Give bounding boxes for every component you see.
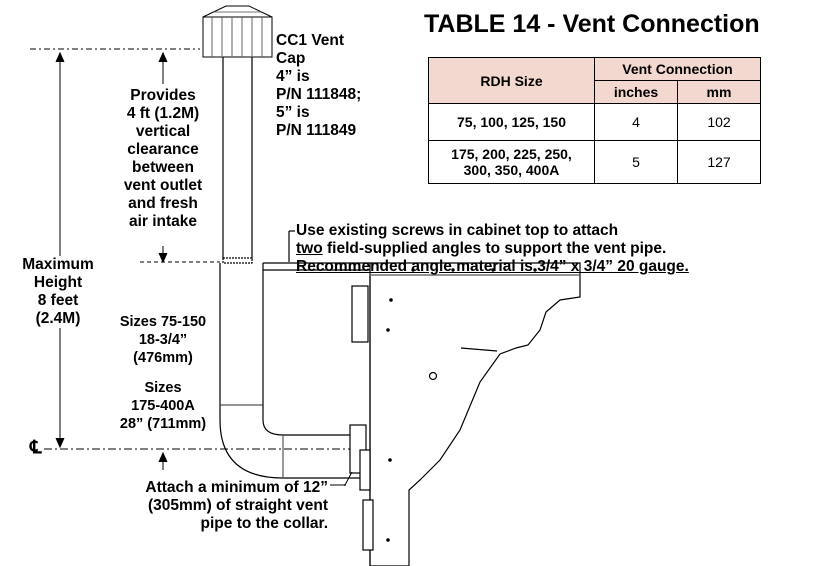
support-angle bbox=[263, 230, 370, 271]
max-height-line: 8 feet bbox=[37, 292, 79, 309]
row-inches: 4 bbox=[594, 103, 678, 141]
row-inches: 5 bbox=[594, 140, 678, 184]
table-row: 175, 200, 225, 250, 300, 350, 400A 5 127 bbox=[428, 140, 761, 184]
row-mm: 102 bbox=[677, 103, 761, 141]
clearance-label: Provides 4 ft (1.2M) vertical clearance … bbox=[103, 87, 223, 231]
screws-line-3: Recommended angle material is 3/4” x 3/4… bbox=[296, 258, 689, 275]
table-title: TABLE 14 - Vent Connection bbox=[424, 10, 760, 38]
table-row: 75, 100, 125, 150 4 102 bbox=[428, 103, 761, 141]
row-mm: 127 bbox=[677, 140, 761, 184]
sizes-large-line: Sizes bbox=[144, 380, 182, 396]
max-height-line: Height bbox=[33, 274, 83, 291]
attach-line: pipe to the collar. bbox=[200, 515, 328, 532]
vent-cap-label: CC1 Vent Cap 4” is P/N 111848; 5” is P/N… bbox=[276, 32, 361, 140]
sizes-small-label: Sizes 75-150 18-3/4” (476mm) bbox=[101, 313, 225, 367]
header-inches: inches bbox=[594, 80, 678, 104]
sizes-large-line: 175-400A bbox=[131, 398, 195, 414]
vent-connection-table: RDH Size Vent Connection inches mm 75, 1… bbox=[428, 57, 761, 184]
row-size: 75, 100, 125, 150 bbox=[428, 103, 595, 141]
sizes-large-line: 28” (711mm) bbox=[119, 416, 207, 432]
row-size: 175, 200, 225, 250, 300, 350, 400A bbox=[428, 140, 595, 184]
max-height-line: (2.4M) bbox=[35, 310, 81, 327]
header-rdh-size: RDH Size bbox=[428, 57, 595, 104]
cap-line: P/N 111848; bbox=[276, 86, 362, 103]
clearance-line: vertical bbox=[135, 123, 191, 140]
sizes-small-line: 18-3/4” bbox=[138, 332, 188, 348]
screws-underlined-word: two bbox=[296, 240, 323, 257]
clearance-line: and fresh bbox=[128, 195, 198, 212]
row-size-line1: 175, 200, 225, 250, bbox=[451, 146, 572, 162]
cap-line: 4” is bbox=[276, 68, 310, 85]
clearance-line: air intake bbox=[128, 213, 198, 230]
max-height-label: Maximum Height 8 feet (2.4M) bbox=[6, 256, 110, 328]
row-size-line2: 300, 350, 400A bbox=[463, 162, 560, 178]
header-mm: mm bbox=[677, 80, 761, 104]
attach-line: Attach a minimum of 12” bbox=[145, 479, 328, 496]
heater-cabinet bbox=[351, 262, 581, 566]
cap-line: 5” is bbox=[276, 104, 310, 121]
sizes-small-line: (476mm) bbox=[133, 350, 193, 366]
clearance-line: clearance bbox=[127, 141, 199, 158]
header-vent-connection: Vent Connection bbox=[594, 57, 761, 81]
angle-note: Recommended angle material is 3/4” x 3/4… bbox=[296, 258, 689, 276]
cap-line: P/N 111849 bbox=[276, 122, 357, 139]
clearance-line: vent outlet bbox=[123, 177, 203, 194]
attach-note: Attach a minimum of 12” (305mm) of strai… bbox=[60, 479, 328, 533]
cap-line: CC1 Vent bbox=[276, 32, 345, 49]
screws-line-1: Use existing screws in cabinet top to at… bbox=[296, 222, 619, 239]
screws-line-2-rest: field-supplied angles to support the ven… bbox=[322, 240, 667, 257]
vent-cap bbox=[202, 5, 273, 58]
clearance-line: 4 ft (1.2M) bbox=[126, 105, 200, 122]
max-height-line: Maximum bbox=[22, 256, 94, 273]
screws-note: Use existing screws in cabinet top to at… bbox=[296, 222, 666, 258]
clearance-line: between bbox=[131, 159, 194, 176]
sizes-large-label: Sizes 175-400A 28” (711mm) bbox=[101, 379, 225, 433]
sizes-small-line: Sizes 75-150 bbox=[119, 314, 207, 330]
cap-line: Cap bbox=[276, 50, 306, 67]
vent-pipe bbox=[219, 57, 367, 479]
clearance-line: Provides bbox=[130, 87, 196, 104]
screws-line-2: two field-supplied angles to support the… bbox=[296, 240, 666, 258]
centerline-symbol: ℄ bbox=[30, 437, 42, 457]
attach-line: (305mm) of straight vent bbox=[147, 497, 328, 514]
